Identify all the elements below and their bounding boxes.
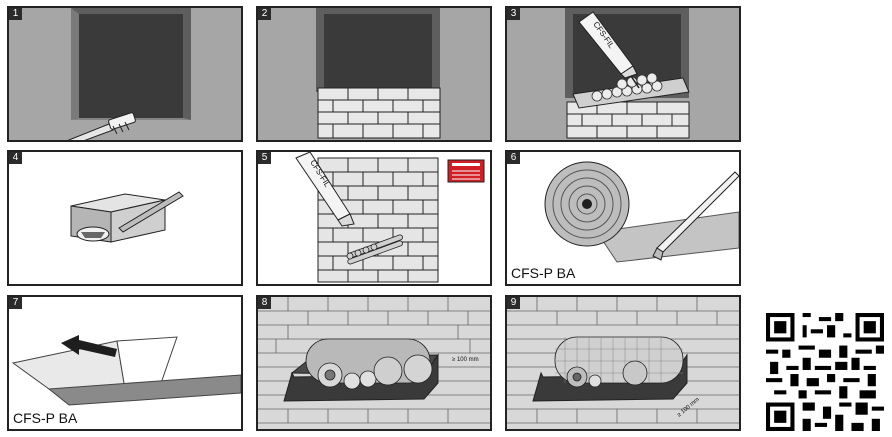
sealant-tube-icon [578,11,640,89]
roll-icon [544,161,630,247]
step-9-panel: 9 ≥ 100 mm [505,295,741,431]
product-label: CFS-P BA [13,410,78,426]
product-label: CFS-P BA [511,265,576,281]
tape-measure-icon [76,226,110,242]
board-roll-cutting-illustration [544,161,739,263]
step-6-panel: 6 CFS-P BA [505,150,741,286]
cable-bundle-icon [346,234,403,265]
dimension-label: ≥ 100 mm [452,357,479,363]
step-number: 5 [258,152,271,164]
step-number: 1 [9,8,22,20]
cable-tray-icon [572,72,690,109]
qr-code-icon [766,313,884,431]
arrow-left-icon [61,335,117,357]
step-7-panel: 7 CFS-P BA [7,295,243,431]
hilti-logo-icon [447,159,485,183]
step-number: 6 [507,152,520,164]
measure-cut-illustration [70,191,184,243]
mesh-wrapped-cables-icon [554,336,684,388]
knife-icon [118,191,184,233]
wall-opening-brick-base-illustration [316,8,441,139]
step-5-panel: 5 CFS-FIL [256,150,492,286]
step-number: 3 [507,8,520,20]
step-8-panel: 8 ≥ 100 mm [256,295,492,431]
step-4-panel: 4 [7,150,243,286]
step-number: 2 [258,8,271,20]
knife-icon [652,171,739,261]
wrap-cables-illustration: ≥ 100 mm [258,297,490,424]
wall-opening-cleaning-illustration [67,8,191,140]
cables-tray-sealant-illustration: CFS-FIL [565,8,690,139]
step-1-panel: 1 [7,6,243,142]
wrapped-cables-icon [305,338,433,390]
brick-wall [317,87,441,139]
board-peel-illustration [11,335,241,406]
sealant-tube-icon [295,152,355,227]
step-number: 9 [507,297,520,309]
step-3-panel: 3 CFS-FIL [505,6,741,142]
step-number: 8 [258,297,271,309]
step-number: 7 [9,297,22,309]
step-2-panel: 2 [256,6,492,142]
board-wrapped-cables-illustration: ≥ 100 mm [507,297,739,424]
brush-icon [67,112,136,140]
seal-cable-bundle-illustration: CFS-FIL [295,152,485,283]
step-number: 4 [9,152,22,164]
